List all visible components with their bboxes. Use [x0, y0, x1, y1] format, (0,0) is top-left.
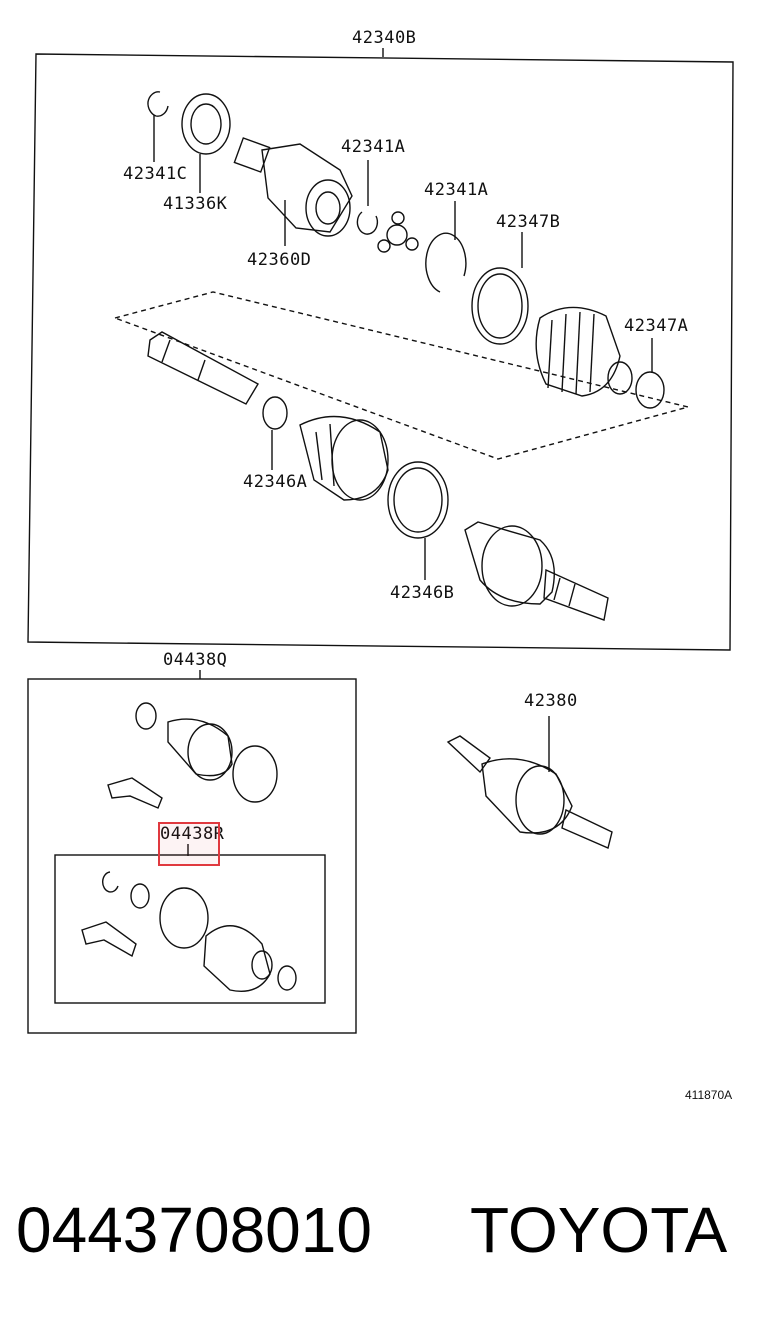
kit-r-grease-tube	[81, 921, 137, 958]
drive-shaft	[147, 331, 259, 405]
label-41336k: 41336K	[163, 194, 228, 214]
outboard-joint	[464, 521, 609, 621]
label-42346b: 42346B	[390, 583, 455, 603]
label-42341a-2: 42341A	[424, 180, 489, 200]
complete-shaft-42380	[446, 716, 613, 849]
boot-clamp-42346b	[387, 461, 449, 539]
snap-ring-42341a	[425, 232, 467, 293]
label-42340b: 42340B	[352, 28, 417, 48]
grease-tube	[107, 777, 163, 809]
label-42380: 42380	[524, 691, 578, 711]
boot-clamp-42346a	[262, 396, 288, 430]
illustration-code: 411870A	[685, 1088, 733, 1102]
snap-ring-42341c	[147, 91, 169, 117]
boot-kit-04438q-frame	[27, 678, 357, 1034]
label-42347a: 42347A	[624, 316, 689, 336]
circlip-42341a	[356, 211, 379, 235]
label-42341c: 42341C	[123, 164, 188, 184]
kit-r-clamp-small	[130, 883, 150, 909]
highlight-box	[158, 822, 220, 866]
part-number: 0443708010	[16, 1194, 372, 1266]
kit-r-snap-ring	[102, 871, 119, 893]
kit-r-clamp-end	[277, 965, 297, 991]
boot-clamp-42347b	[471, 267, 529, 345]
kit-boot-outboard	[167, 718, 233, 781]
label-42347b: 42347B	[496, 212, 561, 232]
tripod-joint	[377, 211, 419, 253]
label-42341a-1: 42341A	[341, 137, 406, 157]
oil-seal-41336k	[181, 93, 231, 155]
label-42346a: 42346A	[243, 472, 308, 492]
kit-clamp-large	[232, 745, 278, 803]
kit-r-boot	[203, 925, 273, 992]
outboard-boot	[299, 415, 389, 501]
inboard-boot	[535, 306, 633, 397]
boot-kit-04438r-frame	[54, 854, 326, 1004]
inboard-joint-42360d	[233, 137, 353, 246]
kit-r-clamp-large	[159, 887, 209, 949]
main-assembly-frame	[27, 53, 734, 651]
kit-clamp-small	[135, 702, 157, 730]
boot-clamp-42347a	[635, 371, 665, 409]
brand-name: TOYOTA	[470, 1194, 728, 1266]
label-04438q: 04438Q	[163, 650, 228, 670]
label-04438r[interactable]: 04438R	[160, 824, 225, 844]
label-42360d: 42360D	[247, 250, 312, 270]
boot-kit-dashed-outline	[112, 291, 689, 460]
